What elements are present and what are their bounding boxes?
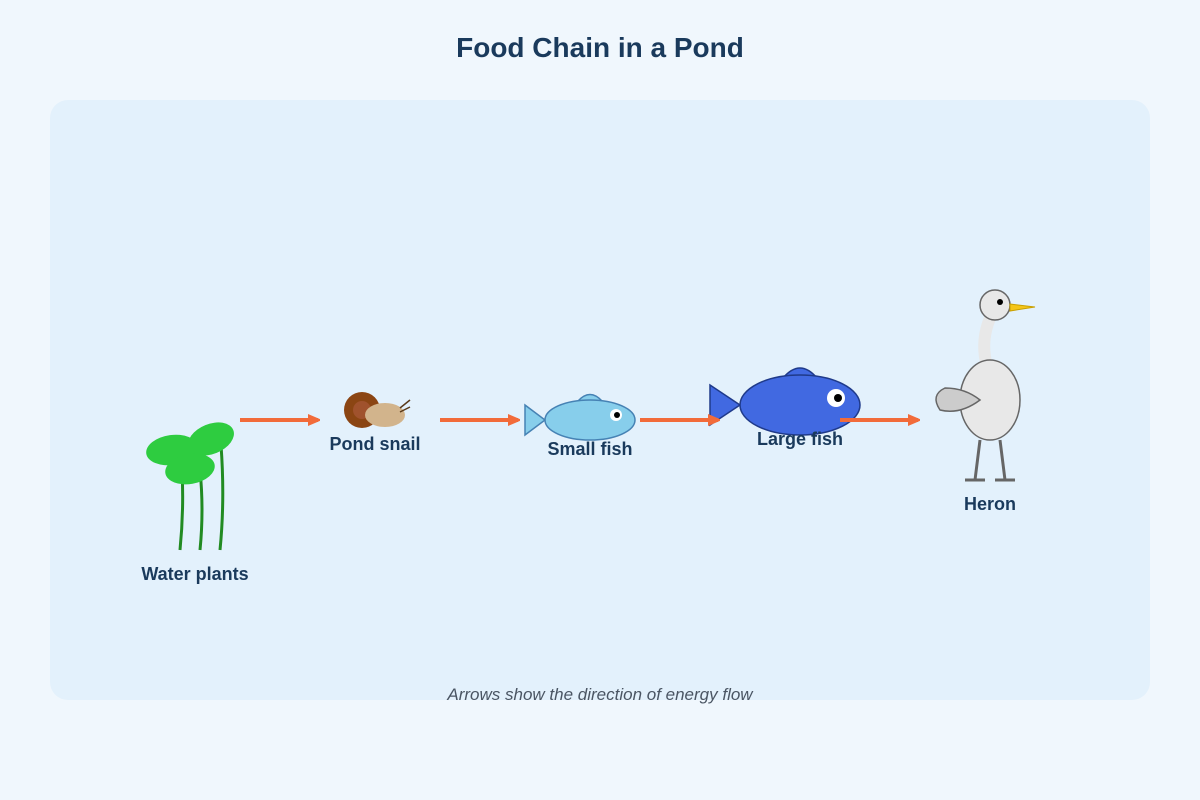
organism-label-pond-snail: Pond snail bbox=[329, 434, 420, 454]
organism-label-water-plants: Water plants bbox=[141, 564, 248, 584]
diagram-caption: Arrows show the direction of energy flow bbox=[447, 685, 753, 704]
diagram-title: Food Chain in a Pond bbox=[456, 32, 744, 63]
heron-icon bbox=[935, 289, 1036, 482]
small-fish-icon bbox=[524, 393, 636, 441]
large-fish-icon bbox=[709, 367, 861, 436]
snail-icon bbox=[344, 392, 411, 428]
water-plant-icon bbox=[146, 422, 234, 551]
organism-label-small-fish: Small fish bbox=[547, 439, 632, 459]
organism-label-heron: Heron bbox=[964, 494, 1016, 514]
organism-label-large-fish: Large fish bbox=[757, 429, 843, 449]
